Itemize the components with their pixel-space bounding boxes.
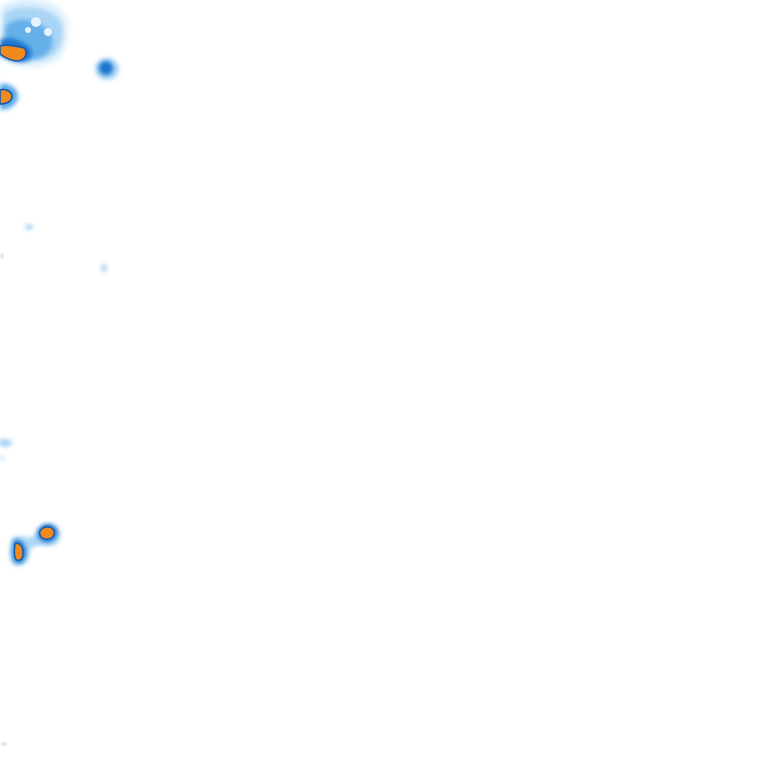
precip-core-heavy xyxy=(13,542,24,561)
precip-speck xyxy=(25,224,33,230)
precip-core-heavy xyxy=(0,44,27,62)
precip-speckle xyxy=(31,17,41,27)
precip-specks-faint xyxy=(0,224,107,746)
precip-speckle xyxy=(44,28,52,36)
precip-cell-lower-left xyxy=(9,524,61,566)
precip-cell-small-1 xyxy=(95,58,119,80)
precip-speck xyxy=(0,455,5,461)
precip-speckle xyxy=(25,27,31,33)
precip-speck xyxy=(0,253,4,259)
precip-speck xyxy=(1,742,7,746)
precip-core-heavy xyxy=(39,526,55,540)
precip-cell-top-left xyxy=(0,0,68,67)
precip-core-heavy xyxy=(0,88,13,105)
precip-cell-left-edge xyxy=(0,83,18,110)
precip-speck xyxy=(0,439,12,447)
precip-band-strong xyxy=(99,61,113,75)
precip-speck xyxy=(101,264,107,272)
